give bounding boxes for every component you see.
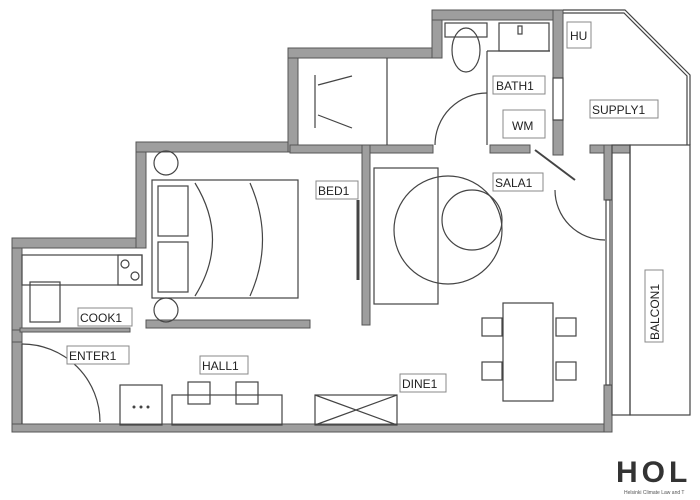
bed-icon: [151, 179, 299, 299]
label-hall: HALL1: [199, 355, 249, 375]
label-enter: ENTER1: [66, 345, 130, 365]
svg-text:DINE1: DINE1: [402, 377, 438, 391]
oven-icon: [29, 281, 61, 323]
sink-icon: [498, 22, 550, 52]
bedroom-furniture: [151, 150, 360, 323]
svg-text:WM: WM: [512, 119, 533, 133]
svg-text:BED1: BED1: [318, 184, 350, 198]
dining-table-icon: [502, 302, 554, 402]
logo-subtitle: Helsinki Climate Law and T: [624, 490, 685, 496]
svg-text:HALL1: HALL1: [202, 359, 239, 373]
label-dine: DINE1: [399, 373, 447, 393]
kitchen-hall-furniture: [21, 254, 398, 426]
walls: [11, 9, 631, 433]
label-hu: HU: [566, 21, 592, 49]
svg-text:ENTER1: ENTER1: [69, 349, 117, 363]
label-balcony: BALCON1: [644, 269, 664, 343]
label-bed: BED1: [315, 180, 359, 200]
stove-icon: [117, 254, 143, 286]
label-supply: SUPPLY1: [589, 99, 659, 119]
logo: HOL: [616, 456, 692, 489]
svg-text:BALCON1: BALCON1: [648, 284, 662, 340]
svg-text:BATH1: BATH1: [496, 79, 534, 93]
bath-fixtures: [314, 22, 550, 146]
entry-door: [21, 343, 101, 423]
svg-text:HU: HU: [570, 29, 587, 43]
svg-text:COOK1: COOK1: [80, 311, 122, 325]
label-wm: WM: [502, 109, 546, 139]
balcony-outline: [552, 9, 691, 416]
living-furniture: [373, 149, 606, 402]
label-cook: COOK1: [77, 307, 133, 327]
svg-text:SALA1: SALA1: [495, 176, 533, 190]
sofa-icon: [373, 167, 439, 305]
toilet-icon: [451, 27, 481, 73]
tiles: [444, 22, 488, 38]
svg-text:SUPPLY1: SUPPLY1: [592, 103, 645, 117]
bath-door: [434, 92, 488, 146]
label-bath: BATH1: [492, 75, 546, 95]
label-sala: SALA1: [492, 172, 544, 192]
